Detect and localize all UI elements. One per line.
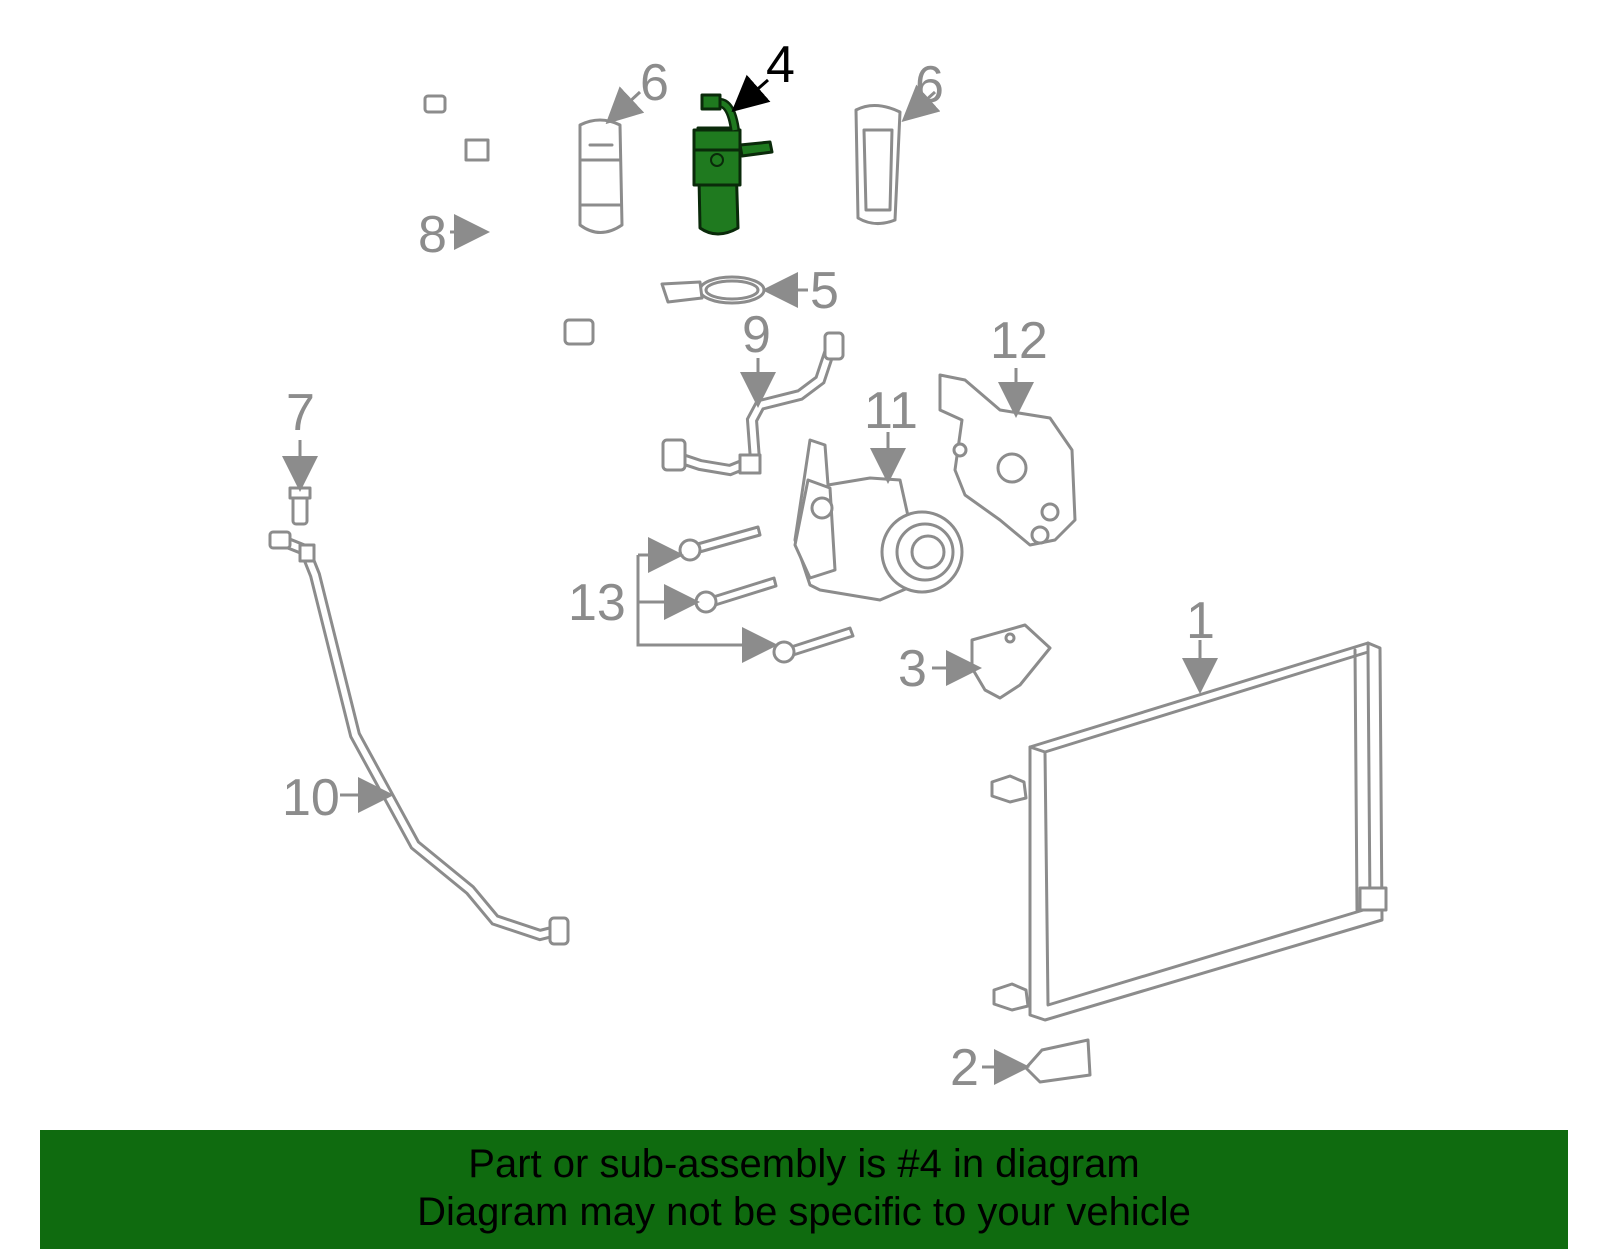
callout-4: 4 [766,36,795,94]
callout-11: 11 [864,382,918,440]
compressor-part-11 [793,438,964,602]
callout-5: 5 [810,262,839,320]
bolt-upper [678,525,762,562]
bracket-part-5 [660,275,766,305]
bracket-part-2 [1024,1038,1092,1084]
info-banner: Part or sub-assembly is #4 in diagram Di… [40,1130,1568,1249]
bolt-middle [694,576,778,614]
insulator-part-6-right [854,104,902,225]
callout-2: 2 [950,1039,979,1097]
callout-9: 9 [742,306,771,364]
hose-part-9 [661,331,845,477]
hose-part-10 [268,530,570,946]
shield-part-3 [970,623,1052,700]
callout-10: 10 [282,769,340,827]
callout-6-left: 6 [640,54,669,112]
compressor-bracket-part-12 [938,373,1077,547]
valve-part-7 [288,486,312,526]
callout-13: 13 [568,574,626,632]
banner-line-2: Diagram may not be specific to your vehi… [417,1190,1191,1234]
callout-12: 12 [990,312,1048,370]
banner-line-1: Part or sub-assembly is #4 in diagram [468,1142,1140,1186]
hose-part-8 [423,94,595,346]
accumulator-drier-part-4 [692,93,774,236]
condenser-part-1 [990,641,1388,1022]
callout-8: 8 [418,206,447,264]
bolt-lower [772,626,855,664]
callout-7: 7 [286,384,315,442]
insulator-part-6-left [578,118,624,234]
parts-diagram: 8 6 4 6 5 9 [268,36,1388,1097]
callout-3: 3 [898,640,927,698]
bolts-part-13 [678,525,855,664]
